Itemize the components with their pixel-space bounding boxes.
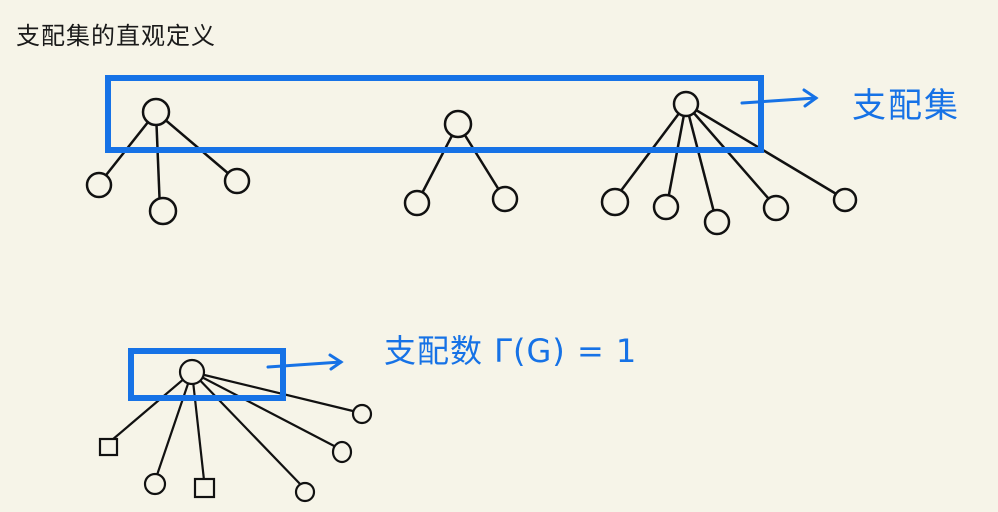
leaf-node [331,440,353,464]
leaf-node [762,194,790,222]
center-node [178,358,206,386]
square-leaf-node [98,437,119,457]
leaf-node [148,196,178,226]
leaf-node [351,403,373,425]
center-node [141,97,171,127]
leaf-node [832,187,858,213]
square-leaf-node [193,477,216,499]
center-node [443,109,473,139]
star-graph-right [600,90,858,236]
leaf-node [403,189,431,217]
leaf-node [703,208,731,236]
domination-number-label: 支配数 Γ(G) = 1 [384,332,638,370]
star-graph-left [85,97,251,226]
leaf-node [491,185,519,213]
star-graph-middle [403,109,519,217]
arrow-icon [266,353,344,371]
leaf-node [143,472,167,496]
leaf-node [294,481,316,503]
star-graph-bottom [98,358,373,503]
arrow-icon [740,88,819,108]
leaf-node [85,171,113,199]
leaf-node [223,167,251,195]
leaf-node [652,193,680,221]
dominating-set-box [105,75,764,153]
center-node [672,90,700,118]
domination-number-box [128,348,286,401]
page-title: 支配集的直观定义 [16,22,216,50]
leaf-node [600,187,630,217]
dominating-set-label: 支配集 [852,86,960,126]
